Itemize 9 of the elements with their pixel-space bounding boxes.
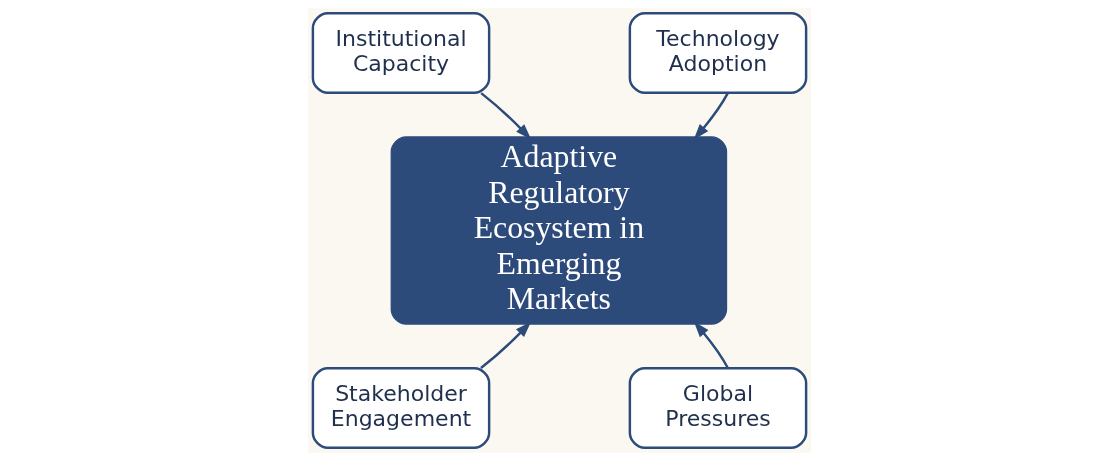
arrow	[479, 321, 531, 369]
arrow	[479, 92, 531, 140]
arrow	[693, 92, 729, 140]
node-box: Global Pressures	[628, 366, 807, 449]
arrow	[693, 321, 729, 369]
node-box: Technology Adoption	[628, 12, 807, 95]
node-box: Institutional Capacity	[311, 12, 490, 95]
node-box: Adaptive Regulatory Ecosystem in Emerging Markets	[390, 136, 727, 325]
node-box: Stakeholder Engagement	[311, 366, 490, 449]
